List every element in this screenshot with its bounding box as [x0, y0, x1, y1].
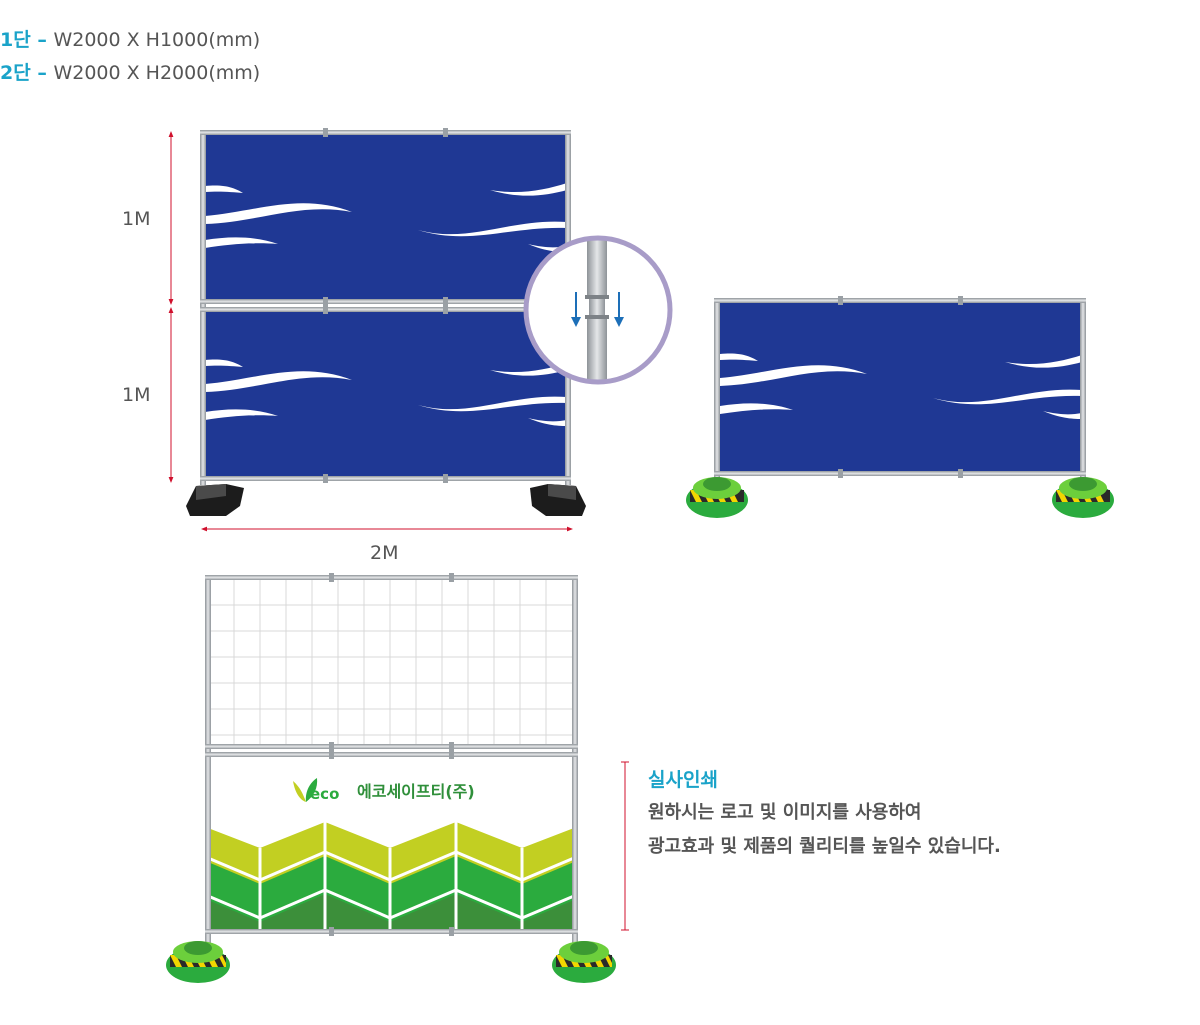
- spec-level-2: 2단: [0, 62, 31, 84]
- print-area-bracket: [621, 761, 629, 931]
- mesh-grid: [208, 579, 574, 746]
- spec-dash-1: –: [30, 29, 54, 51]
- eco-logo: eco: [293, 778, 339, 803]
- company-name: 에코세이프티(주): [357, 782, 475, 801]
- lower-banner: [205, 312, 567, 478]
- green-base-right-fence-left: [686, 477, 748, 518]
- spec-line-1: 1단 – W2000 X H1000(mm): [0, 25, 260, 52]
- printed-banner-fence: eco 에코세이프티(주): [166, 573, 616, 983]
- green-base-bottom-right: [552, 941, 616, 983]
- print-note-line-1: 원하시는 로고 및 이미지를 사용하여: [648, 802, 922, 823]
- black-base-right: [530, 484, 586, 516]
- green-base-right-fence-right: [1052, 477, 1114, 518]
- spec-size-2: W2000 X H2000(mm): [53, 62, 261, 84]
- connector-zoom: [523, 235, 673, 385]
- spec-size-1: W2000 X H1000(mm): [53, 29, 261, 51]
- spec-level-1: 1단: [0, 29, 31, 51]
- print-note-line-2: 광고효과 및 제품의 퀄리티를 높일수 있습니다.: [648, 836, 1001, 857]
- dimension-lines: [168, 131, 573, 532]
- upper-height-label: 1M: [122, 208, 151, 230]
- leaf-left-icon: [293, 781, 306, 802]
- upper-banner: [205, 133, 567, 301]
- leaf-right-icon: [305, 778, 318, 802]
- spec-line-2: 2단 – W2000 X H2000(mm): [0, 58, 260, 85]
- lower-wave-pattern: [205, 359, 567, 426]
- one-tier-fence: [686, 296, 1114, 518]
- black-base-left: [186, 484, 244, 516]
- eco-logo-text: eco: [310, 785, 339, 803]
- spec-dash-2: –: [30, 62, 54, 84]
- green-base-bottom-left: [166, 941, 230, 983]
- chevron-pattern: [207, 822, 575, 930]
- width-label: 2M: [370, 542, 399, 564]
- print-note-title: 실사인쇄: [648, 769, 718, 791]
- two-tier-fence: [186, 128, 586, 516]
- lower-height-label: 1M: [122, 384, 151, 406]
